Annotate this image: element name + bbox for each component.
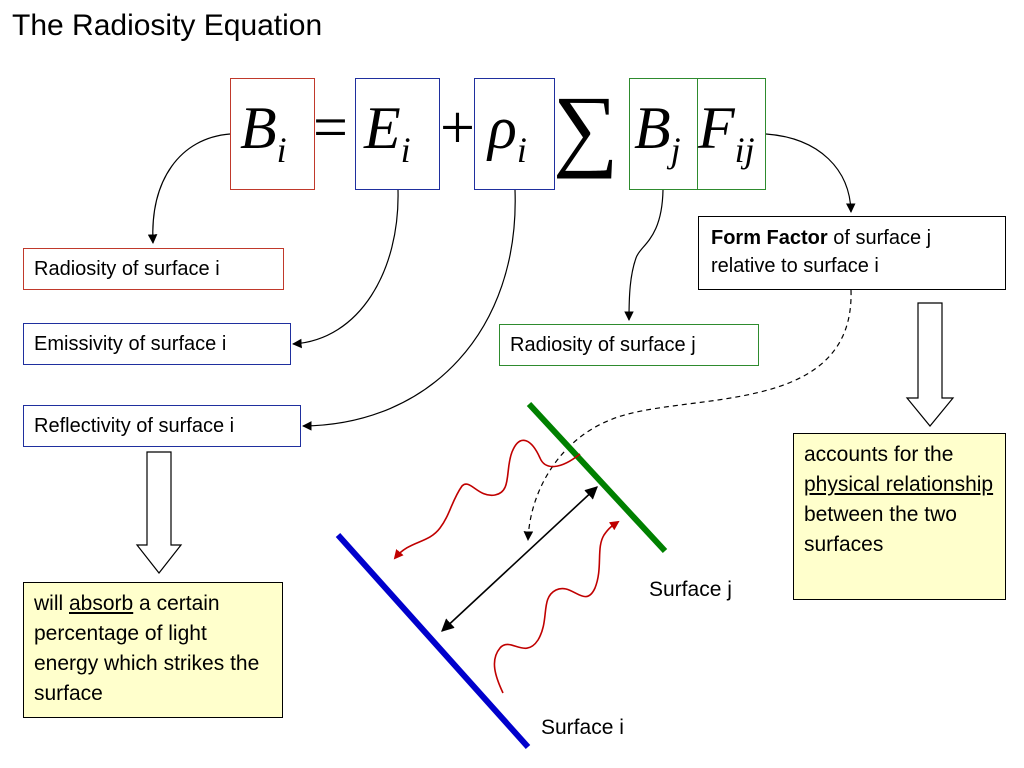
term-bi: Bi [240, 95, 287, 170]
equals-sign: = [313, 94, 348, 162]
hollow-arrow-left [135, 451, 183, 574]
surface-j-line [526, 401, 668, 554]
double-arrow-between-surfaces [441, 486, 598, 632]
form-factor-line1: of surface j [827, 227, 932, 249]
term-box-rhoi [474, 78, 555, 190]
connector-bi [147, 133, 231, 244]
term-bj: Bj [634, 95, 681, 170]
page-title: The Radiosity Equation [12, 9, 323, 42]
form-factor-bold: Form Factor [711, 227, 828, 249]
term-box-ei [355, 78, 440, 190]
note-physical: accounts for the physical relationship b… [793, 433, 1006, 600]
caption-surface-i: Surface i [541, 716, 624, 739]
label-reflectivity-i: Reflectivity of surface i [23, 405, 301, 447]
label-emissivity-i: Emissivity of surface i [23, 323, 291, 365]
wave-ray-bottom [493, 520, 620, 694]
surface-i-line [335, 532, 531, 750]
hollow-arrow-right [905, 302, 955, 427]
term-fij: Fij [698, 95, 755, 170]
plus-sign: + [440, 94, 475, 162]
label-radiosity-j: Radiosity of surface j [499, 324, 759, 366]
term-box-fij [697, 78, 766, 190]
form-factor-line2: relative to surface i [711, 255, 879, 277]
connector-form-factor-dashed [523, 289, 852, 541]
term-rhoi: ρi [488, 95, 527, 170]
connector-ei [292, 189, 399, 349]
connector-fij [765, 133, 856, 213]
summation-sign: ∑ [553, 77, 619, 179]
wave-ray-top [393, 439, 581, 560]
caption-surface-j: Surface j [649, 578, 732, 601]
term-ei: Ei [364, 95, 411, 170]
connector-rhoi [302, 189, 516, 431]
note-absorb: will absorb a certain percentage of ligh… [23, 582, 283, 718]
connector-bj [624, 189, 664, 321]
term-box-bi [230, 78, 315, 190]
label-form-factor: Form Factor of surface j relative to sur… [698, 216, 1006, 290]
label-radiosity-i: Radiosity of surface i [23, 248, 284, 290]
